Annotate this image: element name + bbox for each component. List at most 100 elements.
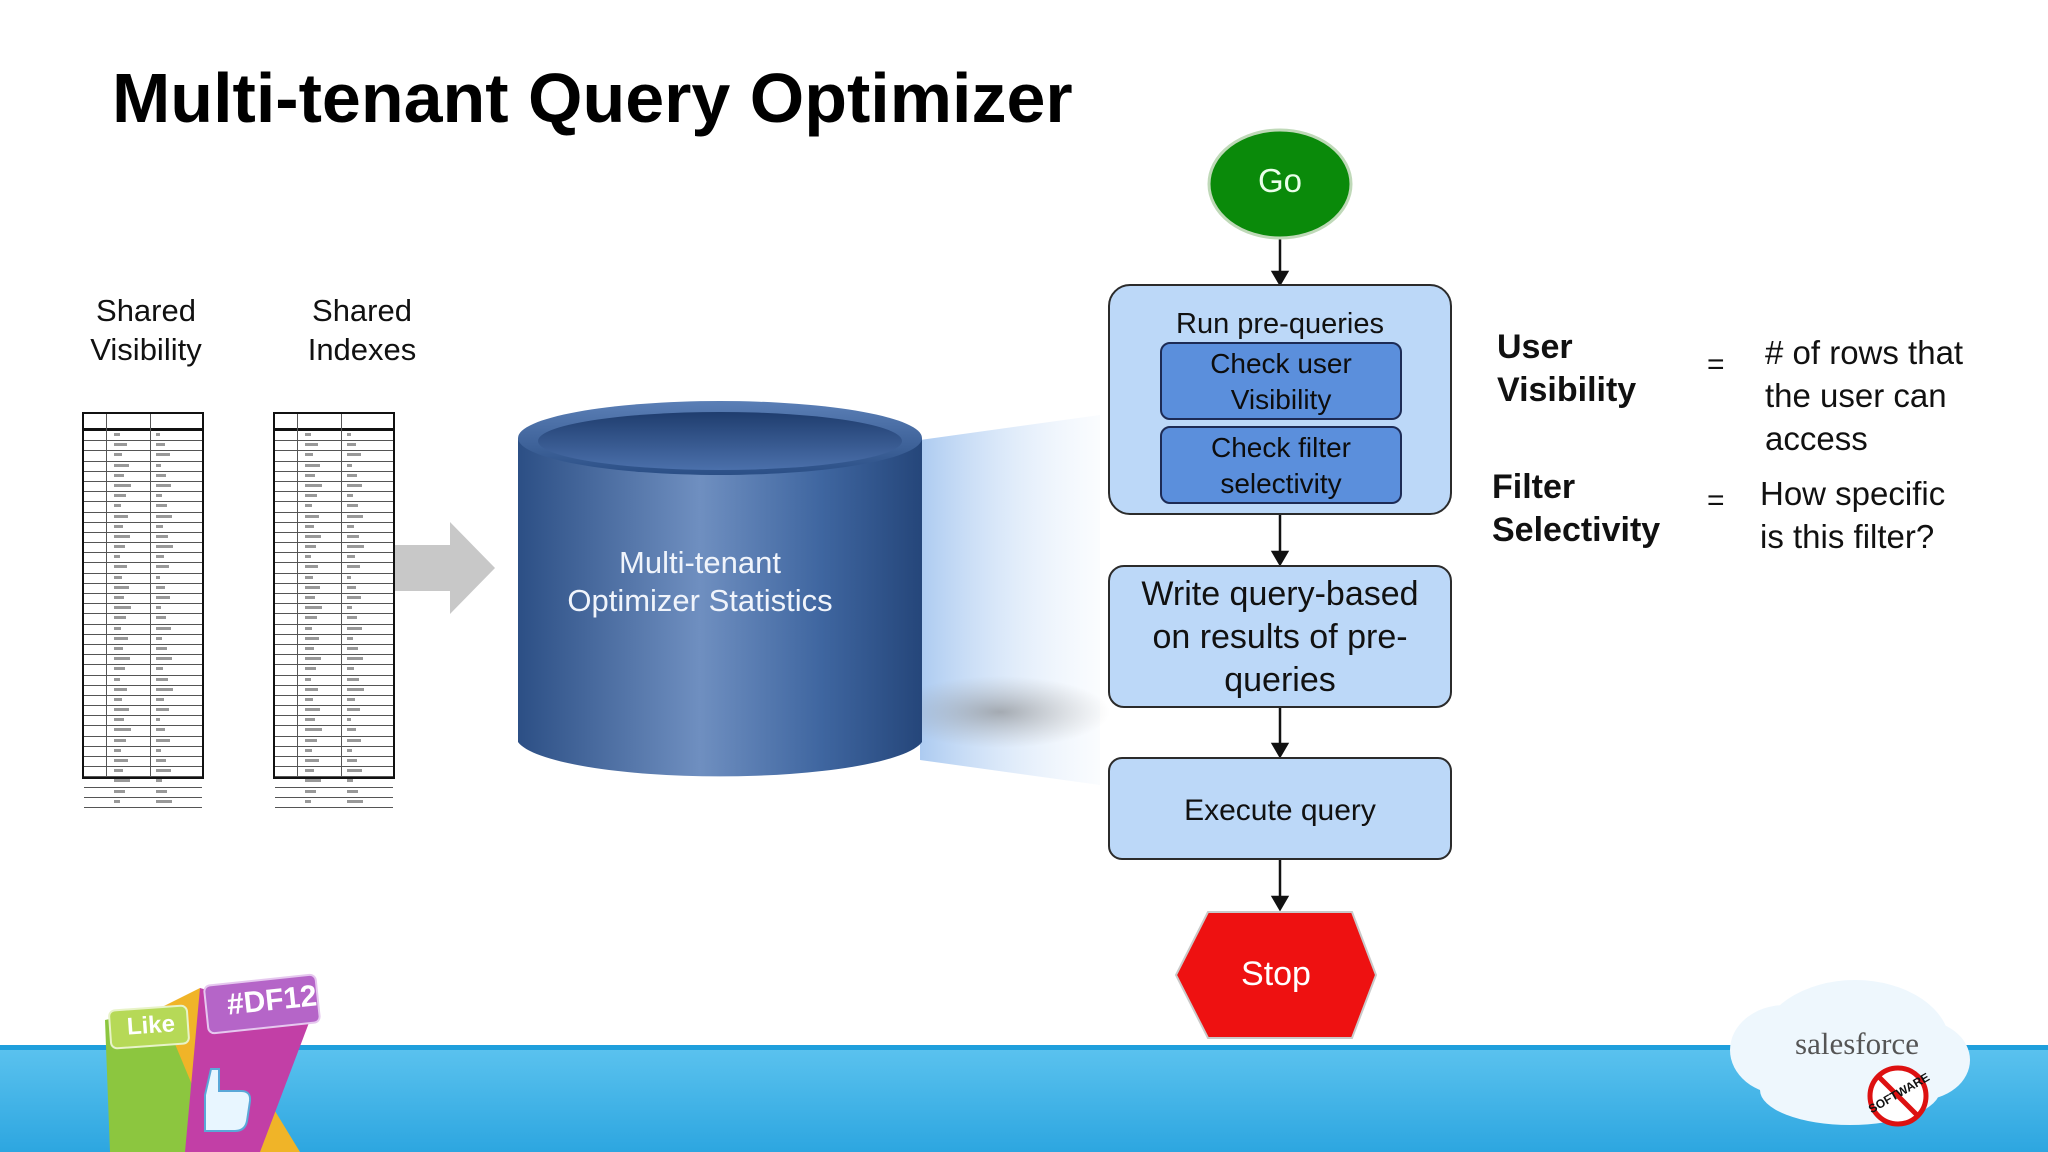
user-visibility-definition-line2: the user can: [1765, 377, 1947, 414]
table-row: [84, 553, 202, 564]
filter-selectivity-term-line2: Selectivity: [1492, 511, 1661, 549]
table-row: [84, 737, 202, 747]
shared-visibility-label-line2: Visibility: [90, 332, 202, 367]
table-row: [84, 451, 202, 462]
filter-selectivity-term-line1: Filter: [1492, 468, 1576, 506]
table-row: [275, 451, 393, 462]
table-row: [275, 574, 393, 584]
shared-indexes-label-line2: Indexes: [307, 332, 417, 367]
user-visibility-term: User Visibility: [1497, 326, 1636, 412]
cylinder-shadow: [890, 676, 1110, 748]
table-row: [275, 523, 393, 533]
table-header-row: [84, 414, 202, 431]
cylinder-top-inner: [538, 412, 902, 470]
table-row: [84, 492, 202, 503]
table-row: [275, 655, 393, 666]
table-row: [275, 676, 393, 686]
shared-visibility-label-line1: Shared: [96, 293, 196, 328]
table-row: [84, 604, 202, 615]
table-row: [275, 737, 393, 747]
no-software-stamp-icon: [1867, 1065, 1929, 1127]
table-row: [275, 696, 393, 707]
table-row: [275, 441, 393, 452]
table-row: [84, 482, 202, 493]
badge-hashtag-panel: [203, 973, 321, 1035]
cylinder-label-line1: Multi-tenant: [619, 545, 781, 580]
table-column-divider: [341, 414, 342, 777]
footer-band-edge: [0, 1045, 2048, 1050]
table-row: [275, 726, 393, 737]
cylinder-label: Multi-tenant Optimizer Statistics: [540, 544, 860, 620]
table-row: [84, 625, 202, 635]
table-row: [84, 757, 202, 768]
check-user-visibility-line2: Visibility: [1230, 384, 1332, 415]
table-row: [84, 767, 202, 778]
table-row: [84, 665, 202, 676]
filter-selectivity-definition-line1: How specific: [1760, 475, 1946, 512]
table-row: [84, 462, 202, 472]
shared-visibility-table: [82, 412, 204, 808]
check-filter-selectivity-line2: selectivity: [1220, 468, 1342, 499]
table-row: [84, 635, 202, 645]
table-row: [84, 563, 202, 574]
table-row: [275, 543, 393, 554]
table-row: [84, 716, 202, 727]
table-row: [84, 655, 202, 666]
table-row: [275, 767, 393, 778]
shared-indexes-label-line1: Shared: [312, 293, 412, 328]
table-row: [275, 472, 393, 482]
salesforce-logo-text: salesforce: [1795, 1026, 1919, 1061]
table-row: [84, 726, 202, 737]
badge-like-label: Like: [126, 1010, 176, 1041]
table-row: [275, 706, 393, 717]
run-prequeries-title: Run pre-queries: [1176, 308, 1384, 340]
footer-band: [0, 1045, 2048, 1152]
table-row: [275, 716, 393, 727]
table-row: [275, 533, 393, 544]
cylinder-body: [518, 438, 922, 777]
shared-indexes-label: Shared Indexes: [262, 291, 462, 369]
table-row: [275, 757, 393, 768]
table-row: [84, 584, 202, 594]
table-row: [275, 625, 393, 635]
write-query-box: Write query-based on results of pre- que…: [1108, 565, 1452, 708]
table-row: [84, 523, 202, 533]
user-visibility-definition-line1: # of rows that: [1765, 334, 1964, 371]
table-row: [84, 441, 202, 452]
go-label: Go: [1257, 162, 1303, 199]
table-row: [84, 676, 202, 686]
user-visibility-definition-line3: access: [1765, 420, 1868, 457]
table-row: [275, 645, 393, 656]
table-row: [84, 533, 202, 544]
filter-selectivity-equals: =: [1707, 484, 1725, 517]
table-row: [84, 543, 202, 554]
user-visibility-term-line1: User: [1497, 328, 1573, 366]
table-row: [84, 431, 202, 442]
go-node: [1207, 128, 1353, 240]
table-row: [84, 513, 202, 523]
table-row: [84, 696, 202, 707]
table-row: [275, 788, 393, 798]
filter-selectivity-definition-line2: is this filter?: [1760, 518, 1935, 555]
table-row: [84, 574, 202, 584]
table-row: [84, 686, 202, 696]
table-column-divider: [106, 414, 107, 777]
table-row: [275, 614, 393, 625]
right-arrow-icon: [395, 522, 495, 614]
table-column-divider: [150, 414, 151, 777]
table-row: [275, 431, 393, 442]
table-row: [275, 563, 393, 574]
filter-selectivity-term: Filter Selectivity: [1492, 466, 1660, 552]
table-row: [84, 502, 202, 513]
table-column-divider: [297, 414, 298, 777]
flow-connectors: [1270, 236, 1290, 912]
table-row: [275, 798, 393, 808]
shared-indexes-table: [273, 412, 395, 808]
user-visibility-term-line2: Visibility: [1497, 371, 1637, 409]
table-row: [84, 777, 202, 788]
table-row: [275, 584, 393, 594]
user-visibility-definition: # of rows that the user can access: [1765, 331, 1963, 460]
check-user-visibility-line1: Check user: [1210, 348, 1352, 379]
table-row: [275, 502, 393, 513]
